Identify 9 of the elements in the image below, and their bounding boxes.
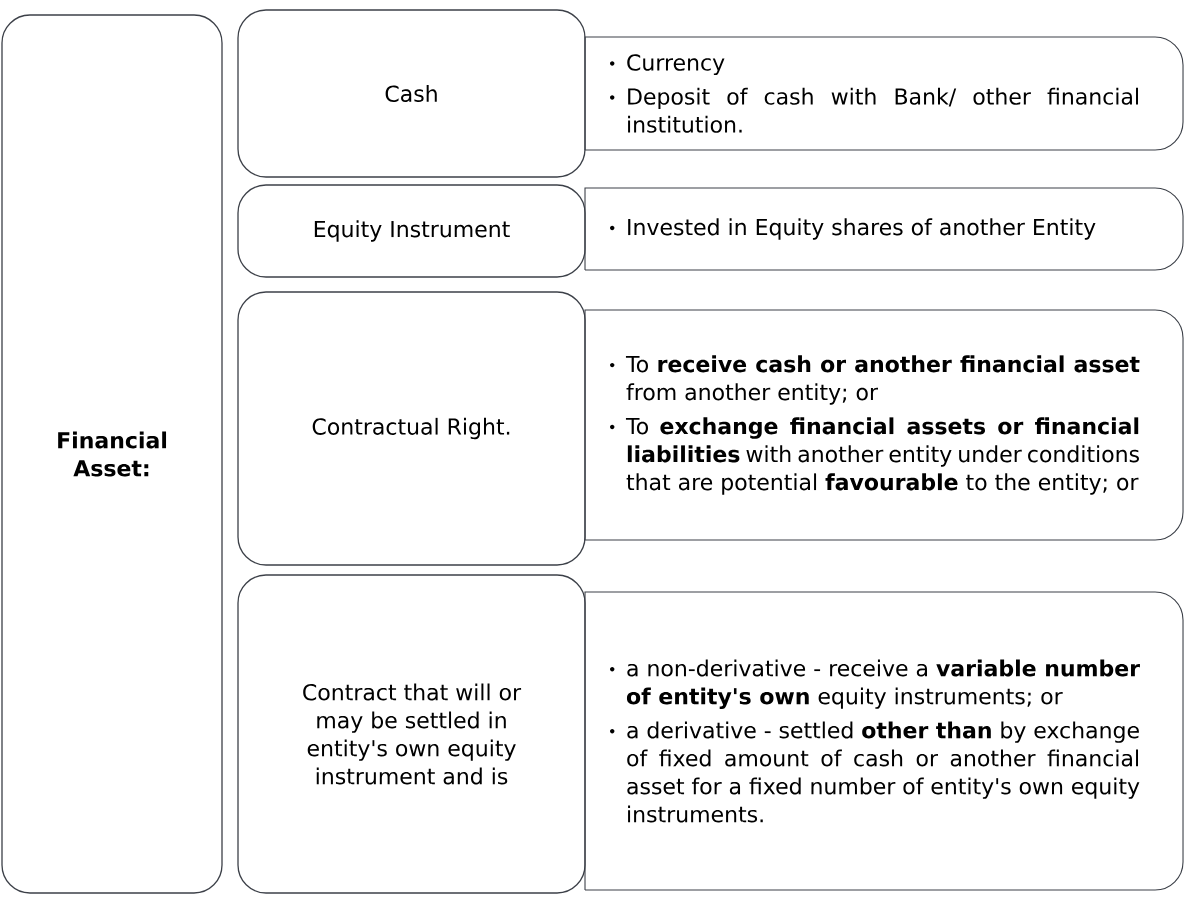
category-box: Contractual Right. [237,291,586,566]
category-box: Cash [237,9,586,178]
category-box: Financial Asset: [1,14,223,894]
description-box: Currency Deposit of cash with Bank/ other financial institution. [584,36,1184,151]
category-box: Equity Instrument [237,184,586,278]
description-box: To receive cash or another financial asset from another entity; or To exchange financial assets or financial liabilities with another entity under conditions that are potential favourable to the entity; or [584,309,1184,541]
category-box: Contract that will or may be settled in entity's own equity instrument and is [237,574,586,894]
description-box: Invested in Equity shares of another Entity [584,187,1184,271]
description-box: a non-derivative - receive a variable number of entity's own equity instruments; or a derivative - settled other than by exchange of fixed amount of cash or another financial asset for a fixed number of entity's own equity instruments. [584,591,1184,891]
